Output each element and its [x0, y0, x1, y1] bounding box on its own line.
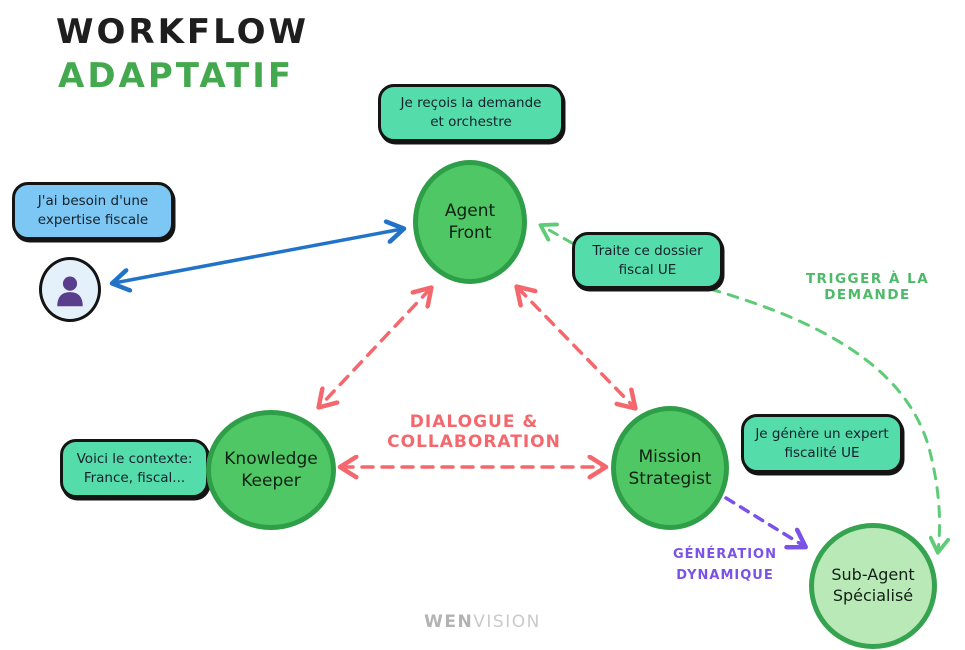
- page-subtitle: ADAPTATIF: [58, 56, 295, 96]
- page-title: WORKFLOW: [56, 12, 310, 52]
- label-dialogue-collaboration: DIALOGUE & COLLABORATION: [387, 412, 561, 452]
- node-mission-strategist: Mission Strategist: [611, 406, 729, 530]
- watermark-light-part: VISION: [473, 612, 541, 632]
- traite-to-agent-dashed-arrow: [542, 226, 574, 245]
- agent-keeper-dashed-arrow: [320, 289, 430, 406]
- label-generation-dynamique: GÉNÉRATION DYNAMIQUE: [672, 547, 777, 583]
- bubble-orchestrate: Je reçois la demande et orchestre: [378, 84, 564, 142]
- bubble-need-expertise: J'ai besoin d'une expertise fiscale: [12, 182, 174, 240]
- strategist-to-subagent-dashed-arrow: [724, 496, 804, 546]
- node-agent-front: Agent Front: [413, 160, 527, 284]
- agent-strategist-dashed-arrow: [518, 288, 634, 407]
- watermark-bold-part: WEN: [424, 612, 474, 632]
- label-trigger-a-la-demande: TRIGGER À LA DEMANDE: [805, 271, 930, 303]
- bubble-genere-expert: Je génère un expert fiscalité UE: [741, 414, 903, 473]
- node-knowledge-keeper: Knowledge Keeper: [206, 410, 336, 530]
- user-icon: [57, 276, 83, 306]
- watermark: WENVISION: [0, 612, 965, 632]
- user-avatar: [39, 257, 101, 322]
- bubble-traite-dossier: Traite ce dossier fiscal UE: [572, 232, 723, 289]
- node-sub-agent: Sub-Agent Spécialisé: [809, 523, 937, 649]
- bubble-contexte: Voici le contexte: France, fiscal...: [60, 439, 209, 498]
